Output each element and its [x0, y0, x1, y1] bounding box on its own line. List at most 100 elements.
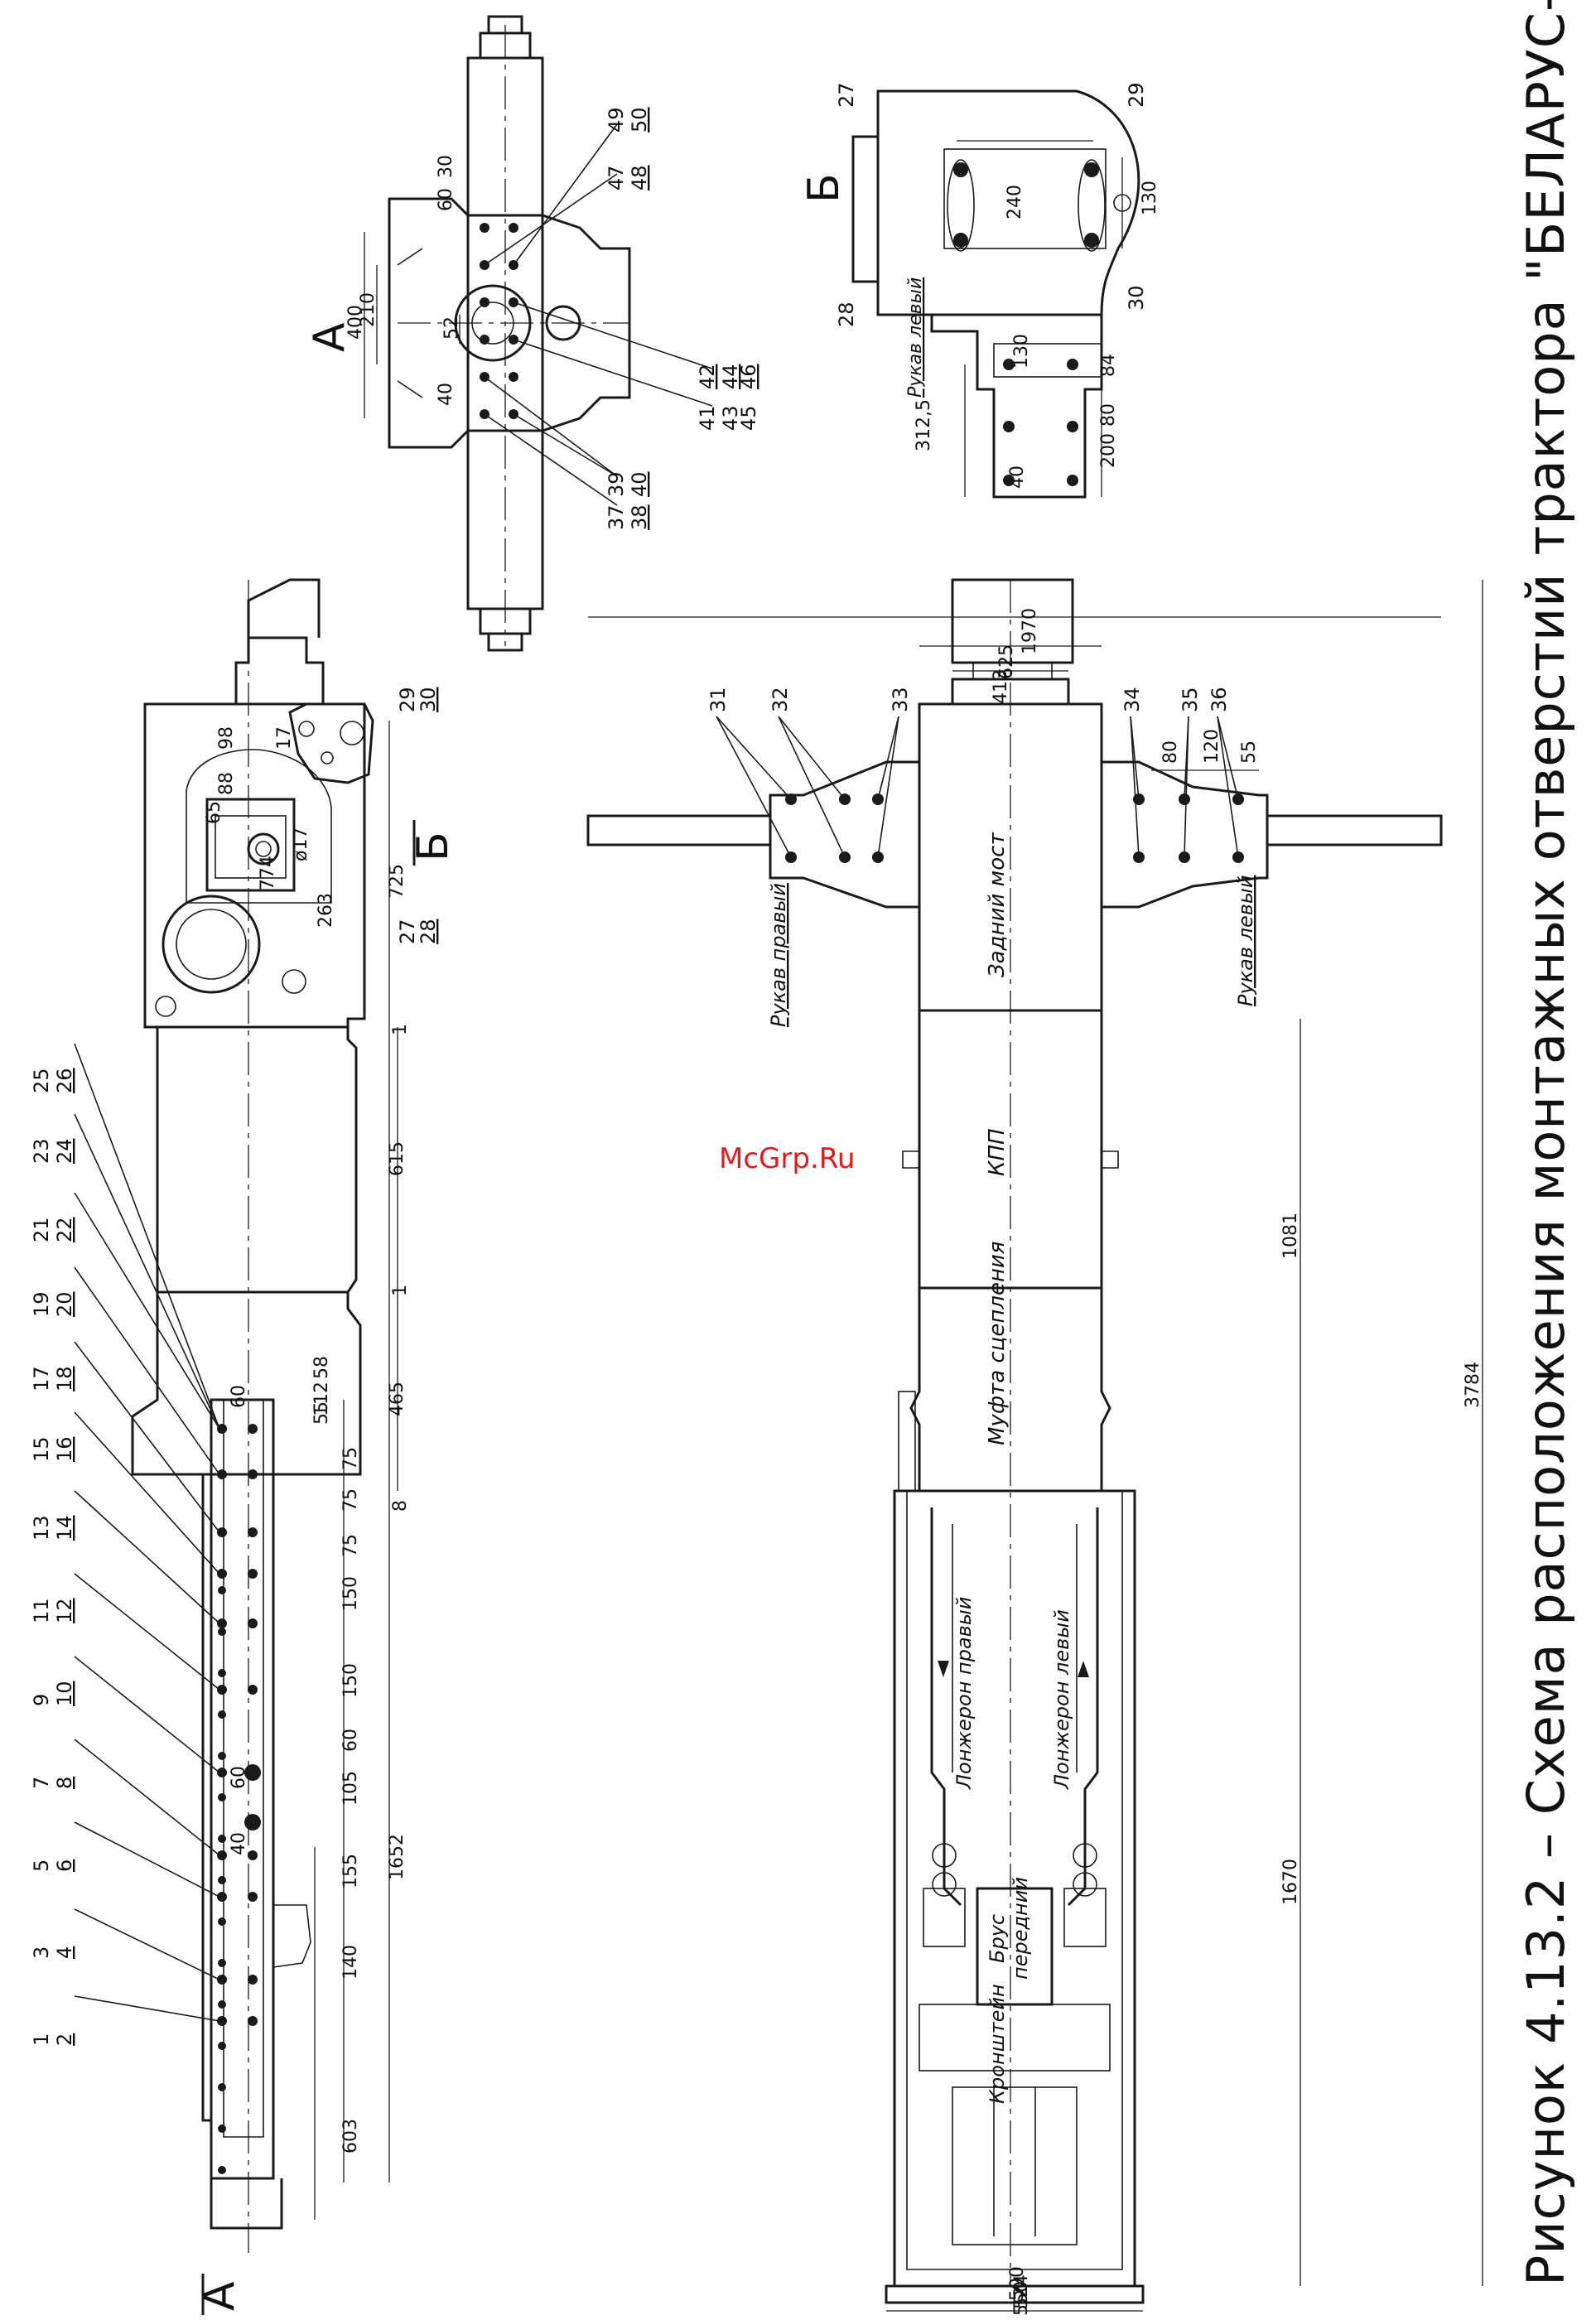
side-pto-end [247, 578, 321, 638]
view-b-arrow-label: Б [408, 832, 458, 861]
hole-number: 18 [53, 1366, 76, 1392]
hole-number: 35 [1179, 687, 1202, 712]
side-hole-large [244, 1814, 261, 1830]
view-b-label: Б [799, 173, 849, 203]
plan-view [586, 578, 1483, 2312]
dimension-value: 130 [1140, 181, 1160, 215]
hole-number: 49 [605, 107, 628, 133]
label-rear-axle: Задний мост [985, 832, 1010, 977]
hole-number: 40 [628, 471, 651, 497]
hole-number: 36 [1208, 687, 1231, 712]
hole-number: 3 [30, 1946, 53, 1959]
view-a-holes [480, 223, 518, 419]
side-bracket [288, 702, 374, 784]
label-sleeve-left-b: Рукав левый [905, 277, 926, 398]
side-view [74, 578, 398, 2253]
side-axle-bore [162, 895, 261, 994]
side-axle-bore-inner [176, 909, 247, 980]
hole-number: 13 [30, 1515, 53, 1541]
hole-number: 7 [30, 1777, 53, 1789]
dimension-value: 60 [229, 1385, 249, 1408]
label-spar-left: Лонжерон левый [1050, 1609, 1073, 1790]
hole-number: 22 [53, 1217, 76, 1242]
view-a-hole [509, 223, 518, 233]
plan-leaders [716, 716, 1239, 858]
hole-number: 8 [53, 1777, 76, 1789]
dimension-value: 465 [387, 1382, 407, 1416]
side-pto [234, 636, 325, 704]
dimension-value: 30 [436, 155, 456, 178]
side-hole-plate [205, 798, 296, 892]
plan-half-shaft-right [586, 814, 772, 846]
view-a-hole [509, 372, 518, 382]
hole-number: 42 [696, 364, 719, 389]
dimension-value: 60 [436, 188, 456, 211]
side-hole [217, 1424, 227, 1434]
hole-number: 4 [53, 1946, 76, 1959]
dimension-value: 65 [204, 801, 224, 824]
dimension-value: 60 [340, 1729, 361, 1752]
view-b-sleeve [930, 315, 1103, 499]
dimension-value: 17 [274, 726, 295, 750]
hole-number: 33 [889, 687, 912, 712]
hole-number: 23 [30, 1138, 53, 1164]
side-hole [248, 2016, 258, 2026]
side-hole [248, 1527, 258, 1537]
hole-number: 43 [719, 405, 742, 431]
dimension-value: 625 [996, 644, 1017, 679]
side-hole [217, 1892, 227, 1902]
dimension-value: 75 [340, 1534, 361, 1557]
side-small-hole [155, 996, 176, 1017]
hole-number: 6 [53, 1859, 76, 1872]
view-a-hole [480, 335, 489, 345]
label-sleeve-left: Рукав левый [1234, 875, 1257, 1006]
dimension-value: 88 [216, 772, 237, 795]
section-mark: 8 [390, 1500, 411, 1512]
dimension-value: 1652 [387, 1834, 407, 1880]
label-gearbox: КПП [985, 1128, 1010, 1176]
view-a-hole [480, 297, 489, 307]
hole-number: 39 [605, 471, 628, 497]
hole-number: 21 [30, 1217, 53, 1242]
hole-number: 10 [53, 1681, 76, 1706]
view-b: Б [799, 89, 1140, 499]
view-a-arrow: А [195, 2274, 244, 2315]
hole-number: 48 [628, 165, 651, 191]
hole-number: 44 [719, 364, 742, 389]
hole-number: 30 [1125, 285, 1148, 311]
hole-number: 47 [605, 165, 628, 191]
dimension-value: 400 [345, 305, 366, 340]
dimension-value: 155 [340, 1854, 361, 1888]
dimension-value: 1970 [1020, 608, 1040, 654]
dimension-value: 140 [340, 1945, 361, 1980]
dimension-value: 75 [340, 1488, 361, 1512]
dimension-diameter: ø17 [291, 827, 311, 861]
hole-number: 9 [30, 1694, 53, 1706]
dimension-value: 500 [1007, 2266, 1028, 2301]
label-sleeve-right: Рукав правый [767, 883, 790, 1027]
side-frame-spar [210, 1398, 275, 2180]
hole-number: 19 [30, 1291, 53, 1317]
dimension-value: 120 [1202, 729, 1222, 764]
hole-number: 2 [53, 2033, 76, 2046]
dimension-value: 40 [1007, 465, 1028, 489]
hole-number: 34 [1121, 687, 1144, 712]
label-front-beam-2: передний [1009, 1877, 1032, 1980]
hole-number: 32 [769, 687, 792, 712]
side-hole [217, 1850, 227, 1860]
side-hole [217, 1975, 227, 1985]
side-hole [217, 1527, 227, 1537]
hole-number: 45 [737, 405, 760, 431]
figure-title: Рисунок 4.13.2 – Схема расположения монт… [1516, 0, 1576, 2286]
plan-holes [785, 793, 1244, 863]
label-spar-right: Лонжерон правый [952, 1597, 976, 1790]
dimension-value: 725 [387, 864, 407, 899]
side-hole [217, 1469, 227, 1479]
dimension-value: 55 [311, 1401, 332, 1425]
dimension-value: 75 [340, 1447, 361, 1470]
side-hole [217, 1768, 227, 1777]
